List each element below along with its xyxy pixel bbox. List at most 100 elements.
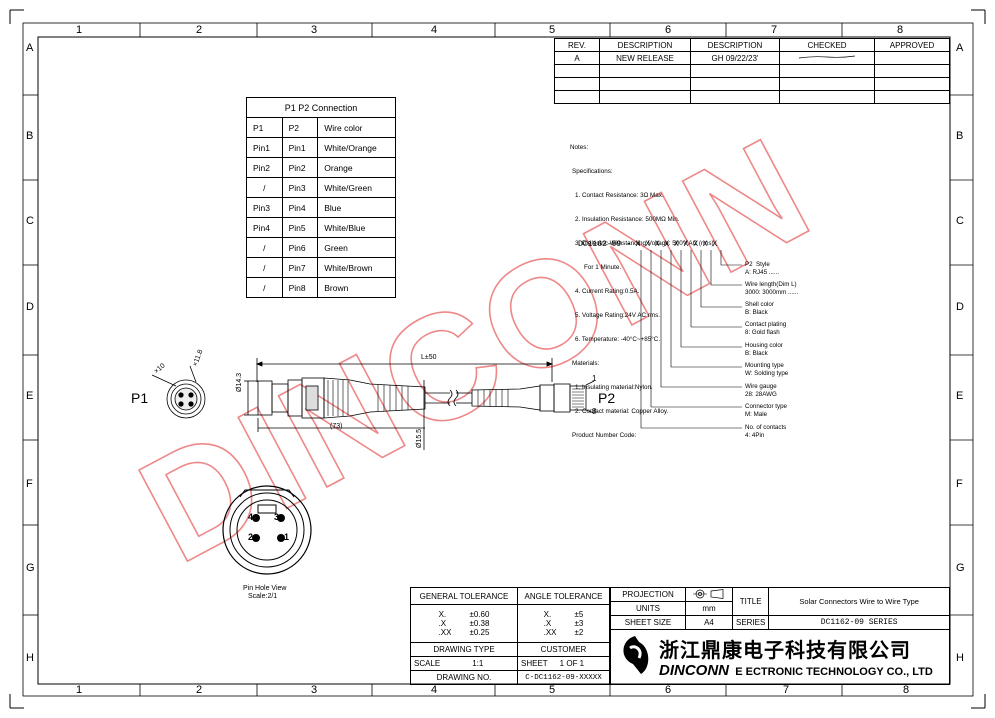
sheet-size-value: A4 [685, 615, 733, 630]
tol-val: ±0.38 [469, 619, 490, 628]
legend-title: No. of contacts [745, 424, 787, 431]
notes-line: 1. Insulating material:Nylon. [575, 384, 653, 391]
tol-key: X. [438, 610, 447, 619]
legend-value: W: Solding type [745, 369, 789, 377]
tolerance-block: GENERAL TOLERANCE ANGLE TOLERANCE X..X.X… [410, 587, 610, 685]
zone-col-6-bottom: 6 [665, 684, 672, 696]
zone-col-1-bottom: 1 [76, 684, 83, 696]
zone-row-b-right: B [956, 130, 964, 142]
legend-wire-length: Wire length(Dim L)3000: 3000mm ...... [745, 281, 798, 296]
zone-col-3-bottom: 3 [311, 684, 318, 696]
tol-key: .X [438, 619, 447, 628]
zone-row-e: E [26, 390, 34, 402]
tol-val: ±5 [574, 610, 584, 619]
revision-table: REV. DESCRIPTION DESCRIPTION CHECKED APP… [554, 38, 950, 104]
product-code-slots: X X X X X X X X X [635, 240, 718, 249]
scale-value: 1:1 [472, 659, 484, 668]
zone-row-d: D [26, 301, 34, 313]
zone-col-3: 3 [311, 24, 318, 36]
notes-line: Product Number Code: [572, 432, 637, 439]
p1-end-view-outer [166, 379, 206, 419]
pin-4-label: 4 [248, 512, 254, 522]
zone-row-c: C [26, 215, 34, 227]
zone-col-7-bottom: 7 [783, 684, 790, 696]
pin-1-label: 1 [284, 532, 290, 542]
zone-col-8: 8 [897, 24, 904, 36]
projection-label: PROJECTION [610, 587, 686, 602]
company-logo-mark [623, 636, 649, 674]
notes-line: Notes: [570, 144, 589, 151]
zone-col-1: 1 [76, 24, 83, 36]
sheet-size-label: SHEET SIZE [610, 615, 686, 630]
legend-value: 4: 4Pin [745, 431, 765, 439]
zone-row-g: G [26, 562, 35, 574]
company-logo-cell: 浙江鼎康电子科技有限公司 DINCONN E ECTRONIC TECHNOLO… [610, 629, 950, 685]
drawing-no-label: DRAWING NO. [410, 670, 518, 685]
notes-block: Notes: Specifications: 1. Contact Resist… [570, 128, 714, 448]
zone-col-2: 2 [196, 24, 203, 36]
legend-value: 8: Gold flash [745, 328, 780, 336]
legend-title: Connector type [745, 403, 787, 410]
legend-value: 28: 28AWG [745, 390, 777, 398]
tol-key: .X [543, 619, 552, 628]
company-name-en-text: E ECTRONIC TECHNOLOGY CO., LTD [735, 666, 933, 678]
scale-label: SCALE [414, 659, 441, 668]
drawing-type-label: DRAWING TYPE [410, 642, 518, 657]
legend-value: A: RJ45 ...... [745, 268, 780, 276]
general-tolerance-values: X..X.XX±0.60±0.38±0.25 [410, 604, 518, 643]
pin-hole-caption-scale: Scale:2/1 [248, 593, 278, 600]
general-tolerance-title: GENERAL TOLERANCE [410, 587, 518, 605]
notes-line: For 1 Minute. [584, 264, 622, 271]
notes-line: Materials: [572, 360, 600, 367]
notes-line: 2. Contact material: Copper Alloy. [575, 408, 669, 415]
zone-col-6: 6 [665, 24, 672, 36]
zone-col-4-bottom: 4 [431, 684, 438, 696]
p2-pin-start: 1 [592, 374, 597, 383]
dim-73: (73) [330, 423, 343, 430]
drawing-no-value: C-DC1162-09-XXXXX [517, 670, 610, 685]
zone-row-d-right: D [956, 301, 964, 313]
pin-hole-caption: Pin Hole View Scale:2/1 [243, 585, 286, 601]
legend-value: B: Black [745, 308, 768, 316]
zone-row-h-right: H [956, 652, 964, 664]
tol-key: .XX [438, 628, 452, 637]
sheet-value: 1 OF 1 [559, 659, 585, 668]
projection-symbol [685, 587, 733, 602]
customer-label: CUSTOMER [517, 642, 610, 657]
pin-2-label: 2 [248, 532, 254, 542]
legend-title: P2 Style [745, 261, 770, 268]
legend-title: Housing color [745, 342, 783, 349]
notes-line: 2. Insulation Resistance: 500MΩ Min. [575, 216, 680, 223]
angle-tolerance-values: X..X.XX±5±3±2 [517, 604, 610, 643]
legend-value: M: Male [745, 410, 768, 418]
notes-line: 1. Contact Resistance: 3Ω Max. [575, 192, 664, 199]
p1-label: P1 [131, 390, 149, 406]
notes-line: 3. Dielectric Withstanding Voltage: 500V… [575, 240, 714, 247]
dim-length: L±50 [421, 354, 437, 361]
legend-title: Wire gauge [745, 383, 777, 390]
notes-line: 6. Temperature: -40°C~+85°C. [575, 336, 661, 343]
notes-line: 4. Current Rating:0.5A. [575, 288, 640, 295]
zone-col-2-bottom: 2 [196, 684, 203, 696]
zone-row-a-right: A [956, 42, 964, 54]
tol-key: X. [543, 610, 552, 619]
zone-row-e-right: E [956, 390, 964, 402]
units-value: mm [685, 601, 733, 616]
company-name-en: DINCONN E ECTRONIC TECHNOLOGY CO., LTD [659, 662, 933, 679]
tol-key: .XX [543, 628, 557, 637]
zone-row-g-right: G [956, 562, 965, 574]
zone-col-4: 4 [431, 24, 438, 36]
tol-val: ±0.25 [469, 628, 490, 637]
p2-label: P2 [598, 390, 616, 406]
company-logo-text: DINCONN [659, 662, 729, 679]
zone-row-c-right: C [956, 215, 964, 227]
legend-title: Mounting type [745, 362, 784, 369]
units-label: UNITS [610, 601, 686, 616]
